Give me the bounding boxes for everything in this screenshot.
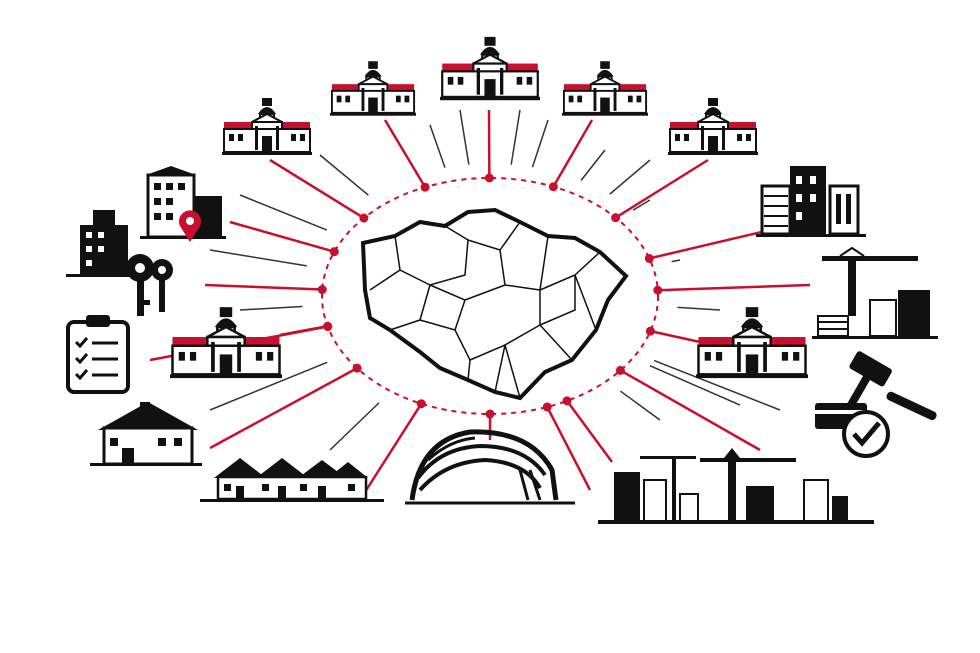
town-hall-icon [562, 60, 648, 117]
grey-spoke-line [620, 390, 661, 421]
ring-node-dot [645, 326, 655, 336]
red-spoke-line [552, 119, 594, 188]
town-hall-icon [668, 97, 758, 156]
red-spoke-line [614, 158, 709, 219]
ring-node-dot [644, 253, 654, 263]
grey-spoke-line [677, 306, 721, 311]
building-with-keys-icon [66, 210, 173, 316]
ring-node-dot [562, 396, 572, 406]
skyscrapers-icon [756, 166, 866, 237]
red-spoke-line [229, 220, 335, 253]
ring-node-dot [329, 247, 339, 257]
grey-spoke-line [671, 259, 681, 263]
ring-nodes [317, 173, 663, 419]
grey-spoke-line [531, 119, 549, 168]
ring-node-dot [359, 213, 369, 223]
red-spoke-line [546, 406, 592, 491]
grey-spoke-line [329, 402, 380, 451]
red-spoke-line [383, 119, 427, 188]
grey-spoke-line [510, 109, 521, 165]
grey-spoke-line [632, 199, 651, 211]
grey-spoke-line [239, 305, 303, 311]
red-spoke-line [209, 367, 358, 450]
grey-spoke-line [209, 249, 307, 267]
red-spoke-line [650, 329, 701, 344]
ring-node-dot [352, 363, 362, 373]
construction-city-icon [598, 448, 874, 524]
red-spoke-line [657, 283, 811, 292]
connector-lines [149, 109, 811, 493]
red-spoke-line [566, 400, 614, 463]
ring-node-dot [548, 182, 558, 192]
house-icon [90, 402, 202, 466]
gavel-approval-icon [815, 351, 937, 458]
tower-crane-icon [812, 246, 938, 339]
ring-node-dot [420, 182, 430, 192]
grey-spoke-line [653, 359, 781, 411]
town-hall-icon [440, 35, 540, 102]
red-spoke-line [648, 228, 771, 260]
clipboard-checklist-icon [66, 315, 130, 394]
ring-node-dot [615, 365, 625, 375]
town-hall-icon [696, 305, 808, 380]
row-houses-icon [200, 458, 384, 502]
london-boroughs-map-icon [360, 207, 629, 401]
apartment-with-location-pin-icon [140, 166, 226, 242]
ring-node-dot [317, 285, 327, 295]
grey-spoke-line [649, 365, 741, 406]
red-spoke-line [204, 283, 323, 291]
ring-node-dot [323, 322, 333, 332]
town-hall-icon [170, 305, 282, 380]
town-hall-icon [222, 97, 312, 156]
grey-spoke-line [609, 159, 651, 195]
red-spoke-line [363, 403, 423, 493]
dashed-boundary-ring [321, 177, 659, 415]
red-spoke-line [619, 369, 761, 452]
grey-spoke-line [429, 124, 446, 168]
grey-spoke-line [239, 194, 328, 231]
grey-spoke-line [319, 154, 369, 196]
ring-node-dot [485, 409, 495, 419]
ring-node-dot [416, 399, 426, 409]
ring-node-dot [611, 213, 621, 223]
grey-spoke-line [580, 149, 606, 181]
red-spoke-line [269, 158, 365, 220]
ring-node-dot [542, 402, 552, 412]
grey-spoke-line [209, 361, 328, 411]
stadium-icon [405, 429, 575, 505]
grey-spoke-line [459, 109, 470, 165]
ring-node-dot [653, 285, 663, 295]
ring-node-dot [484, 173, 494, 183]
town-hall-icon [330, 60, 416, 117]
